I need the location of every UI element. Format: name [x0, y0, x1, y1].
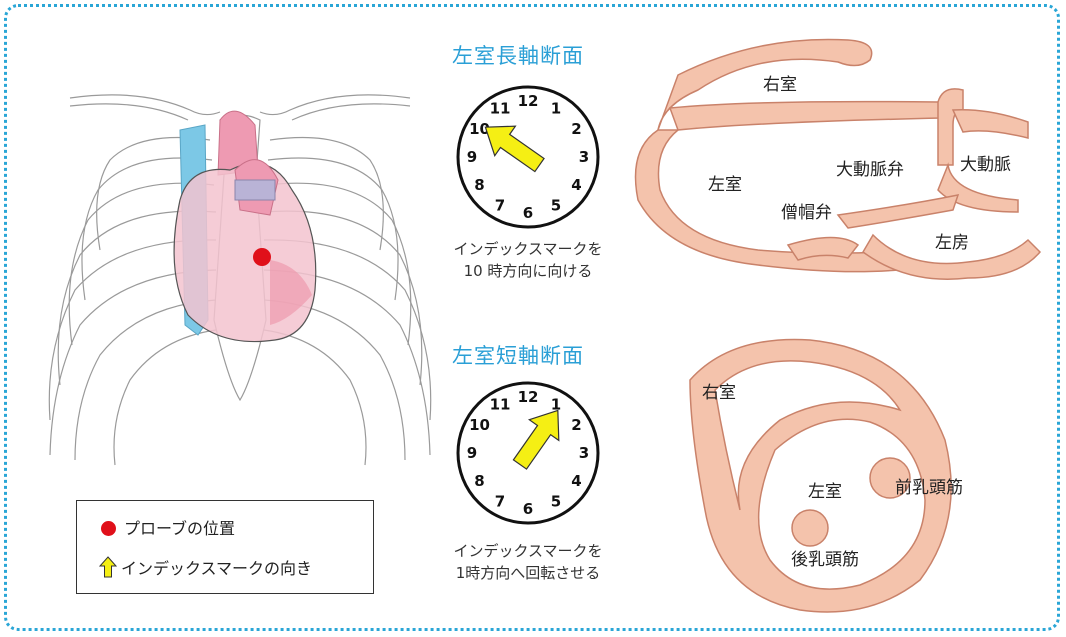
clock-number: 7	[495, 493, 505, 511]
clock-number: 11	[490, 396, 511, 414]
label-aortic-valve: 大動脈弁	[836, 155, 904, 180]
label-aorta: 大動脈	[960, 150, 1011, 175]
label-left-ventricle-long: 左室	[708, 170, 742, 195]
chest-heart-illustration	[30, 80, 450, 470]
label-anterior-papillary-muscle: 前乳頭筋	[895, 473, 963, 498]
legend-probe-position: プローブの位置	[124, 519, 235, 538]
long-axis-caption-line1: インデックスマークを	[418, 238, 638, 260]
arrow-up-icon	[99, 556, 117, 578]
long-axis-title: 左室長軸断面	[452, 40, 584, 70]
label-right-ventricle-short: 右室	[702, 378, 736, 403]
clock-number: 7	[495, 197, 505, 215]
clock-number: 6	[523, 500, 533, 518]
clock-number: 3	[579, 444, 589, 462]
probe-dot-icon	[101, 521, 116, 536]
clock-number: 8	[474, 472, 484, 490]
long-axis-caption-line2: 10 時方向に向ける	[418, 260, 638, 282]
clock-number: 5	[551, 493, 561, 511]
clock-number: 12	[518, 92, 539, 110]
clock-number: 11	[490, 100, 511, 118]
clock-number: 12	[518, 388, 539, 406]
label-right-ventricle-long: 右室	[763, 70, 797, 95]
short-axis-title: 左室短軸断面	[452, 340, 584, 370]
clock-number: 9	[467, 444, 477, 462]
probe-position-marker	[253, 248, 271, 266]
short-axis-caption-line1: インデックスマークを	[418, 540, 638, 562]
clock-number: 2	[571, 120, 581, 138]
label-mitral-valve: 僧帽弁	[781, 198, 832, 223]
clock-number: 4	[571, 472, 581, 490]
legend-index-mark-direction: インデックスマークの向き	[121, 559, 312, 578]
clock-number: 6	[523, 204, 533, 222]
clock-number: 5	[551, 197, 561, 215]
clock-number: 8	[474, 176, 484, 194]
clock-number: 9	[467, 148, 477, 166]
short-axis-caption-line2: 1時方向へ回転させる	[418, 562, 638, 584]
clock-number: 3	[579, 148, 589, 166]
clock-number: 1	[551, 100, 561, 118]
clock-number: 2	[571, 416, 581, 434]
label-posterior-papillary-muscle: 後乳頭筋	[791, 545, 859, 570]
legend-box: プローブの位置 インデックスマークの向き	[76, 500, 374, 594]
label-left-ventricle-short: 左室	[808, 477, 842, 502]
label-left-atrium: 左房	[935, 228, 969, 253]
clock-number: 10	[469, 416, 490, 434]
clock-number: 4	[571, 176, 581, 194]
